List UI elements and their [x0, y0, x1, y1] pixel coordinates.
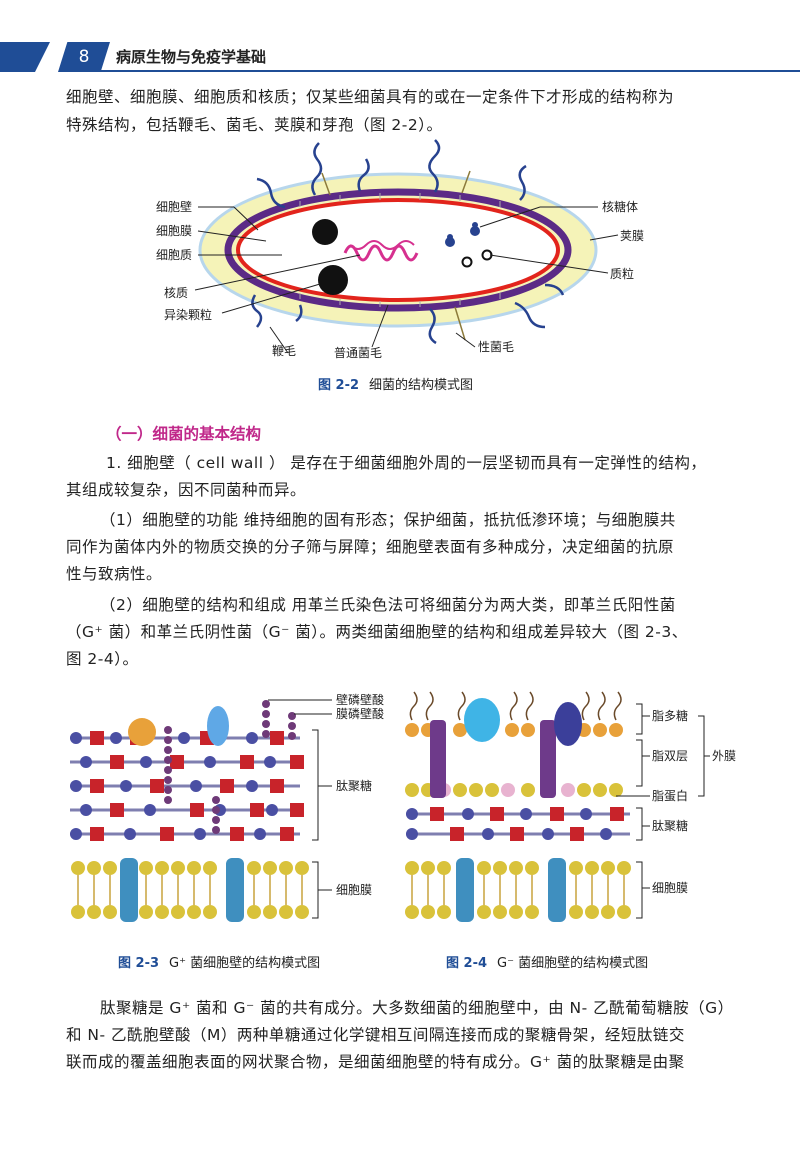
- label-bilayer: 脂双层: [652, 748, 688, 763]
- label-peptidoglycan: 肽聚糖: [652, 818, 688, 833]
- label-membrane: 细胞膜: [336, 883, 372, 897]
- p4-line-2: 和 N- 乙酰胞壁酸（M）两种单糖通过化学键相互间隔连接而成的聚糖骨架，经短肽链…: [66, 1026, 685, 1044]
- page-number: 8: [58, 42, 110, 72]
- label-ribosome: 核糖体: [602, 199, 638, 214]
- intro-line-2: 特殊结构，包括鞭毛、菌毛、荚膜和芽孢（图 2-2）。: [66, 116, 443, 134]
- label-common-pili: 普通菌毛: [334, 346, 382, 360]
- peptidoglycan-grid: [70, 700, 304, 841]
- label-cytoplasm: 细胞质: [156, 248, 192, 262]
- p3-line-1: （2）细胞壁的结构和组成 用革兰氏染色法可将细菌分为两大类，即革兰氏阳性菌: [100, 596, 676, 614]
- figure-2-3-caption: 图 2-3 G⁺ 菌细胞壁的结构模式图: [118, 952, 320, 971]
- outer-membrane: [405, 691, 623, 798]
- figure-2-4-caption: 图 2-4 G⁻ 菌细胞壁的结构模式图: [446, 952, 648, 971]
- p4-line-1: 肽聚糖是 G⁺ 菌和 G⁻ 菌的共有成分。大多数细菌的细胞壁中，由 N- 乙酰葡…: [100, 999, 734, 1017]
- header-rule: [100, 70, 800, 72]
- label-cell-wall: 细胞壁: [156, 199, 192, 214]
- caption-number: 图 2-4: [446, 956, 488, 971]
- p3-line-2: （G⁺ 菌）和革兰氏阴性菌（G⁻ 菌）。两类细菌细胞壁的结构和组成差异较大（图 …: [66, 623, 688, 641]
- gneg-peptidoglycan: [406, 807, 630, 841]
- caption-text: G⁺ 菌细胞壁的结构模式图: [169, 956, 321, 971]
- section-heading: （一）细菌的基本结构: [106, 425, 262, 443]
- book-title: 病原生物与免疫学基础: [116, 48, 267, 66]
- figure-2-2-caption: 图 2-2 细菌的结构模式图: [318, 374, 473, 393]
- header-band: [0, 42, 50, 72]
- figure-2-4: 脂多糖 脂双层 外膜 脂蛋白 肽聚糖 细胞膜: [405, 691, 736, 922]
- membrane-bilayer: [71, 858, 309, 922]
- label-wall-teichoic: 壁磷壁酸: [336, 692, 384, 707]
- label-lipoprotein: 脂蛋白: [652, 788, 688, 803]
- caption-number: 图 2-3: [118, 956, 160, 971]
- label-flagellum: 鞭毛: [272, 344, 296, 358]
- gneg-membrane: [405, 858, 631, 922]
- label-lipoteichoic: 膜磷壁酸: [336, 706, 384, 721]
- p4-line-3: 联而成的覆盖细胞表面的网状聚合物，是细菌细胞壁的特有成分。G⁺ 菌的肽聚糖是由聚: [66, 1053, 685, 1071]
- intro-line-1: 细胞壁、细胞膜、细胞质和核质；仅某些细菌具有的或在一定条件下才形成的结构称为: [66, 88, 675, 106]
- label-lps: 脂多糖: [652, 708, 688, 723]
- label-plasmid: 质粒: [610, 266, 634, 281]
- p1-line-2: 其组成较复杂，因不同菌种而异。: [66, 481, 307, 499]
- label-cell-membrane: 细胞膜: [156, 224, 192, 238]
- page-header: 8 病原生物与免疫学基础: [0, 42, 800, 72]
- label-metachromatic: 异染颗粒: [164, 307, 212, 322]
- caption-text: G⁻ 菌细胞壁的结构模式图: [497, 956, 649, 971]
- p2-line-1: （1）细胞壁的功能 维持细胞的固有形态；保护细菌，抵抗低渗环境；与细胞膜共: [100, 511, 676, 529]
- label-outer-membrane: 外膜: [712, 749, 736, 763]
- label-membrane: 细胞膜: [652, 881, 688, 895]
- p2-line-3: 性与致病性。: [66, 565, 163, 583]
- p3-line-3: 图 2-4）。: [66, 650, 139, 668]
- caption-text: 细菌的结构模式图: [369, 378, 474, 393]
- label-sex-pili: 性菌毛: [478, 340, 514, 354]
- figure-2-3: 壁磷壁酸 膜磷壁酸 肽聚糖 细胞膜: [70, 692, 384, 922]
- p1-line-1: 1. 细胞壁（ cell wall ） 是存在于细菌细胞外周的一层坚韧而具有一定…: [106, 454, 707, 472]
- p2-line-2: 同作为菌体内外的物质交换的分子筛与屏障；细胞壁表面有多种成分，决定细菌的抗原: [66, 538, 675, 556]
- label-peptidoglycan: 肽聚糖: [336, 778, 372, 793]
- figure-2-2: 细胞壁 细胞膜 细胞质 核质 异染颗粒 鞭毛 普通菌毛 性菌毛 核糖体 荚膜 质…: [156, 139, 644, 360]
- caption-number: 图 2-2: [318, 378, 360, 393]
- label-nucleoid: 核质: [164, 286, 188, 300]
- label-capsule: 荚膜: [620, 229, 644, 243]
